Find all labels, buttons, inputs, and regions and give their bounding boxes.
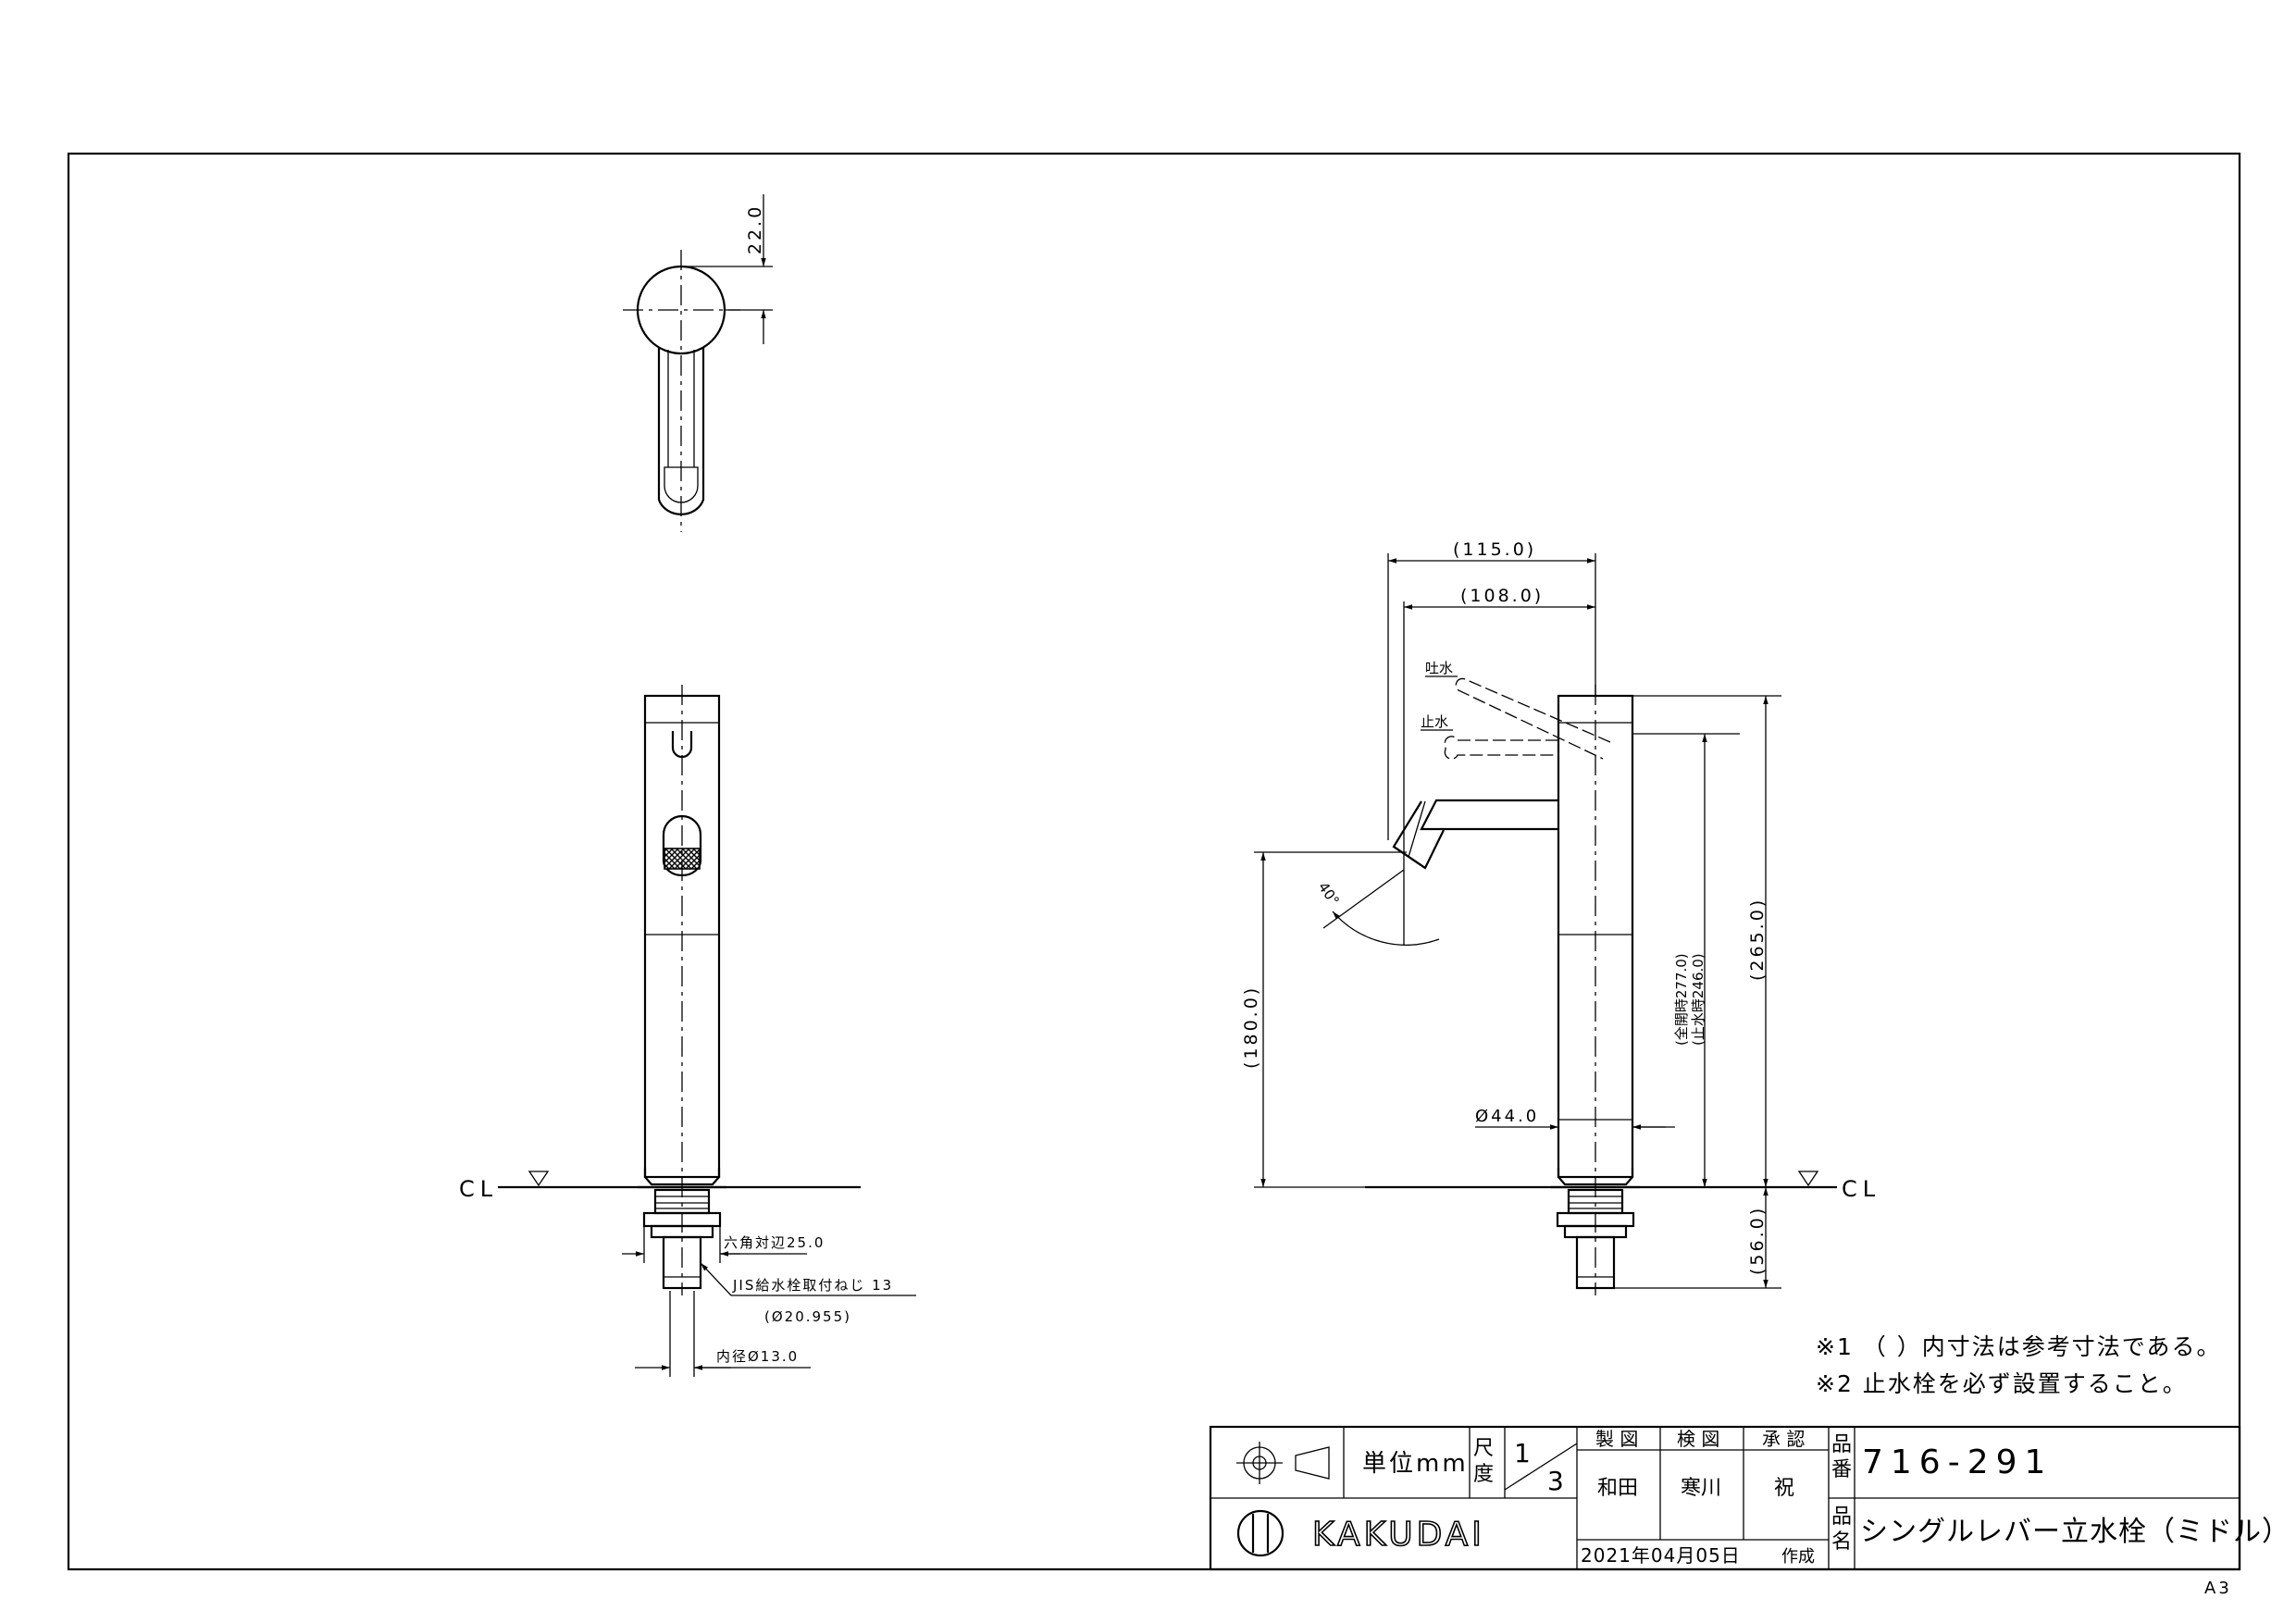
created-label: 作成 [1781,1547,1815,1567]
drawing-border [67,152,2241,1571]
cl-label-right: CL [1842,1176,1880,1202]
checked-header: 検 図 [1677,1428,1719,1450]
brand-name: KAKUDAI [1312,1516,1485,1554]
part-name: シングルレバー立水栓（ミドル） [1860,1516,2290,1548]
title-block: 単位mm 尺 度 1 3 製 図 検 図 承 認 和田 寒川 祝 2021年04… [1209,1425,2290,1571]
label-stop: 止水 [1421,713,1448,730]
drawn-by: 和田 [1597,1477,1638,1500]
approved-by: 祝 [1774,1477,1794,1500]
sheet-size: A3 [2204,1579,2232,1598]
dim-246: (止水時246.0) [1690,953,1706,1046]
note-1: ※1 （ ）内寸法は参考寸法である。 [1816,1333,2222,1360]
dim-hex: 六角対辺25.0 [724,1234,825,1251]
scale-num: 1 [1514,1438,1531,1468]
dim-56: (56.0) [1747,1206,1768,1275]
dim-jis-dia: (Ø20.955) [764,1308,851,1325]
front-view: CL 六角対辺25.0 JIS給水栓取付ねじ 13 (Ø20.955) 内径Ø1… [459,685,916,1377]
kakudai-logo: KAKUDAI [1236,1509,1485,1557]
dim-115: (115.0) [1453,539,1536,560]
scale-label-1: 尺 [1473,1437,1494,1460]
dim-265: (265.0) [1747,898,1768,981]
dim-44: Ø44.0 [1475,1107,1539,1126]
scale-den: 3 [1547,1466,1564,1496]
approved-header: 承 認 [1762,1428,1805,1450]
part-no-label-1: 品 [1831,1433,1852,1456]
dim-277: (全開時277.0) [1673,953,1690,1046]
dim-inner: 内径Ø13.0 [716,1348,799,1365]
dim-108: (108.0) [1460,586,1544,606]
part-name-label-1: 品 [1831,1505,1852,1529]
cl-label-left: CL [459,1176,498,1202]
date: 2021年04月05日 [1581,1544,1741,1567]
drawn-header: 製 図 [1595,1428,1638,1450]
checked-by: 寒川 [1681,1477,1721,1500]
top-view: 22.0 [623,194,773,532]
dim-180: (180.0) [1241,985,1261,1069]
dim-jis: JIS給水栓取付ねじ 13 [732,1277,893,1294]
part-number: 716-291 [1862,1443,2053,1481]
note-2: ※2 止水栓を必ず設置すること。 [1816,1370,2188,1397]
unit-label: 単位mm [1362,1450,1469,1478]
dim-22: 22.0 [745,204,765,254]
label-spout: 吐水 [1425,660,1453,676]
part-no-label-2: 番 [1831,1458,1852,1481]
dim-40: 40° [1315,879,1343,909]
side-view: 吐水 止水 CL (115.0) (108.0) 40° (180 [1241,539,1880,1295]
scale-label-2: 度 [1473,1463,1494,1486]
part-name-label-2: 名 [1831,1530,1852,1554]
